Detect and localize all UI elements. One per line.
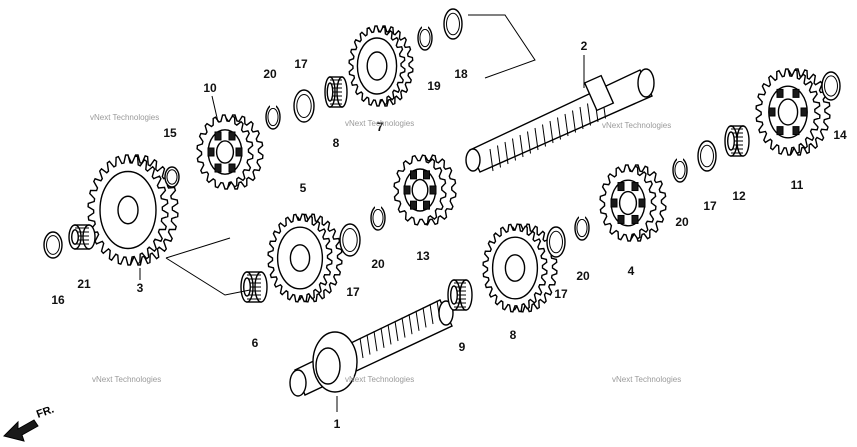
- callout-4: 4: [628, 264, 635, 278]
- needle-bearing-21: [68, 224, 96, 250]
- callout-20d: 20: [675, 215, 689, 229]
- callout-10: 10: [203, 81, 217, 95]
- callout-20c: 20: [576, 269, 590, 283]
- leader-lines: [139, 14, 585, 412]
- fr-label: FR.: [35, 403, 56, 420]
- callout-3: 3: [137, 281, 144, 295]
- circlip-20c: [574, 213, 590, 241]
- gear-4: [599, 164, 667, 242]
- callout-7: 7: [377, 120, 384, 134]
- thrust-washer-16: [43, 231, 63, 259]
- washer-15: [164, 166, 180, 188]
- circlip-20b: [370, 203, 386, 231]
- callout-5: 5: [300, 181, 307, 195]
- thrust-washer-14: [821, 71, 841, 101]
- watermark-text: vNext Technologies: [90, 113, 159, 122]
- circlip-20a: [265, 102, 281, 130]
- callout-19: 19: [427, 79, 441, 93]
- gear-5: [267, 213, 343, 303]
- gear-group: [43, 8, 841, 313]
- bushing-9: [447, 279, 473, 311]
- washer-17e: [697, 140, 717, 172]
- bushing-12: [724, 125, 750, 157]
- callout-20b: 20: [371, 257, 385, 271]
- callout-16: 16: [51, 293, 65, 307]
- gear-11: [755, 68, 831, 156]
- callout-12: 12: [732, 189, 746, 203]
- watermark-text: vNext Technologies: [612, 375, 681, 384]
- circlip-20d: [672, 155, 688, 183]
- watermark-text: vNext Technologies: [345, 375, 414, 384]
- watermarks: vNext Technologies vNext Technologies vN…: [90, 113, 681, 384]
- watermark-text: vNext Technologies: [92, 375, 161, 384]
- callout-1: 1: [334, 417, 341, 431]
- callout-17a: 17: [294, 57, 308, 71]
- gear-8: [482, 223, 558, 313]
- washer-17b: [339, 223, 361, 257]
- callout-17b: 17: [346, 285, 360, 299]
- callout-8-upper: 8: [333, 136, 340, 150]
- callout-8: 8: [510, 328, 517, 342]
- callout-17d: 17: [703, 199, 717, 213]
- gear-7: [348, 25, 414, 107]
- washer-17a: [293, 89, 315, 123]
- callout-14: 14: [833, 128, 847, 142]
- gear-3: [87, 154, 179, 266]
- callout-13: 13: [416, 249, 430, 263]
- watermark-text: vNext Technologies: [602, 121, 671, 130]
- callout-11: 11: [791, 178, 804, 192]
- washer-17c: [546, 226, 566, 258]
- callout-15: 15: [163, 126, 177, 140]
- mainshaft: [289, 299, 454, 397]
- callout-9: 9: [459, 340, 466, 354]
- dog-gear-13: [393, 154, 457, 226]
- watermark-text: vNext Technologies: [345, 119, 414, 128]
- callout-17c: 17: [554, 287, 568, 301]
- callout-2: 2: [581, 39, 588, 53]
- callout-18: 18: [454, 67, 468, 81]
- bushing-8-upper: [324, 76, 348, 108]
- callout-6a: 6: [252, 336, 259, 350]
- front-direction-arrow: FR.: [3, 403, 56, 442]
- circlip-19: [417, 23, 433, 51]
- callout-20a: 20: [263, 67, 277, 81]
- bushing-6: [240, 271, 268, 303]
- callout-21: 21: [77, 277, 91, 291]
- washer-18: [443, 8, 463, 40]
- callout-labels: 1 2 3 4 5 6 7 8 9 10 11 12 13 14 15 16 1…: [51, 39, 847, 431]
- dog-gear-10: [196, 114, 264, 190]
- countershaft: [465, 68, 655, 173]
